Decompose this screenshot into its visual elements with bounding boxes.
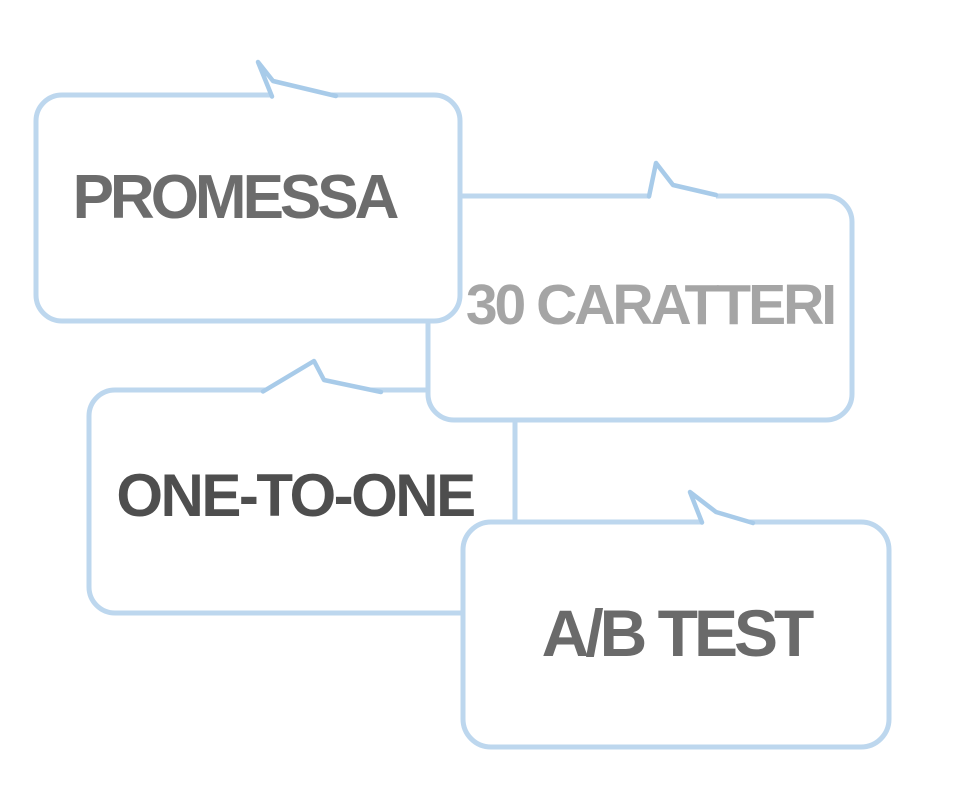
bubble-body-abtest — [460, 519, 892, 750]
bubble-body-caratteri — [425, 193, 855, 423]
bubble-tail-abtest — [690, 492, 753, 531]
bubble-body-promessa — [33, 92, 463, 324]
bubble-body-onetoone — [86, 387, 518, 616]
speech-bubble-onetoone — [86, 358, 518, 616]
speech-bubble-caratteri — [425, 160, 855, 423]
speech-bubble-promessa — [33, 59, 463, 324]
speech-bubble-abtest — [460, 489, 892, 750]
